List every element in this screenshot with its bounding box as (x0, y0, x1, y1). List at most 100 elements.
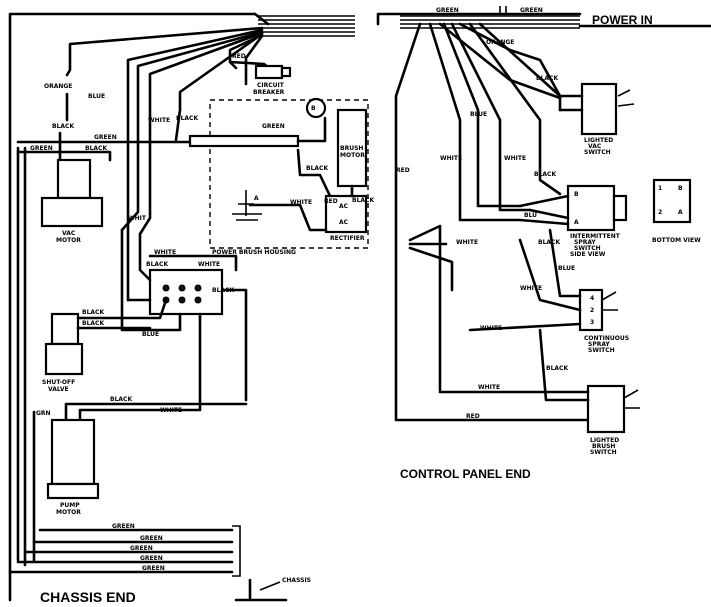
vac-motor-label-2: MOTOR (56, 237, 81, 244)
blue-wire-label-chassis: BLUE (88, 93, 105, 100)
int-switch-label-2: SPRAY (574, 239, 596, 246)
black-wire-label-int: BLACK (538, 239, 560, 246)
black-wire-label-rect: BLACK (352, 197, 374, 204)
brush-motor-label-1: BRUSH (340, 145, 363, 152)
int-switch-label-1: INTERMITTENT (570, 233, 621, 240)
rectifier-label: RECTIFIER (330, 235, 365, 242)
brush-dial (305, 97, 327, 119)
pump-motor-label-1: PUMP (60, 502, 80, 509)
brush-switch-label-1: LIGHTED (590, 437, 619, 444)
black-wire-label-vac: BLACK (52, 123, 74, 130)
main-terminal-block (148, 268, 224, 316)
int-switch-label-4: SIDE VIEW (570, 251, 606, 258)
vac-motor-top (56, 158, 92, 200)
green-wire-label-brush: GREEN (262, 123, 285, 130)
white-wire-label-upper: WHITE (154, 249, 176, 256)
int-switch-terminal-a: A (574, 219, 579, 226)
circuit-breaker-body (254, 64, 284, 80)
circuit-breaker-label-1: CIRCUIT (257, 82, 285, 89)
red-wire-label-breaker: RED (232, 53, 246, 60)
orange-wire-label: ORANGE (44, 83, 72, 90)
pump-motor-body (50, 418, 96, 486)
shutoff-valve-top (50, 312, 80, 346)
black-wire-label-vac-2: BLACK (85, 145, 107, 152)
red-wire-label-rect: RED (324, 198, 338, 205)
int-switch-terminal-b: B (574, 191, 579, 198)
bv-term-1: 1 (658, 185, 662, 192)
green-wire-label-top: GREEN (94, 134, 117, 141)
red-wire-label-bs: RED (466, 413, 480, 420)
bv-term-b: B (678, 185, 683, 192)
green-bus-label-1: GREEN (112, 523, 135, 530)
rectifier-ac-2: AC (339, 219, 349, 226)
white-wire-label-chassis: WHITE (148, 117, 170, 124)
control-panel-end-title: CONTROL PANEL END (400, 467, 531, 481)
cs-label-1: CONTINUOUS (584, 335, 629, 342)
green-wire-label-power: GREEN (436, 7, 459, 14)
white-wire-label-brush: WHITE (290, 199, 312, 206)
green-bus-label-5: GREEN (142, 565, 165, 572)
green-bus-label-4: GREEN (140, 555, 163, 562)
cs-term-2: 2 (590, 307, 594, 314)
black-wire-label-valve-2: BLACK (82, 320, 104, 327)
green-bus-label-2: GREEN (140, 535, 163, 542)
red-wire-label-cp: RED (396, 167, 410, 174)
int-switch-label-3: SWITCH (574, 245, 601, 252)
brush-connector (188, 134, 300, 148)
white-wire-label-cs-2: WHITE (480, 325, 502, 332)
lighted-vac-switch (580, 82, 618, 136)
blue-wire-label-block: BLUE (142, 331, 159, 338)
grn-wire-label: GRN (36, 410, 51, 417)
black-wire-label-brush-2: BLACK (306, 165, 328, 172)
bv-term-a: A (678, 209, 683, 216)
shutoff-valve-label-1: SHUT-OFF (42, 379, 75, 386)
cs-label-3: SWITCH (588, 347, 615, 354)
black-wire-label-block: BLACK (146, 261, 168, 268)
vac-switch-label-2: VAC (588, 143, 602, 150)
power-in-label: POWER IN (592, 13, 653, 27)
vac-motor-label-1: VAC (62, 230, 76, 237)
vac-switch-label-1: LIGHTED (584, 137, 613, 144)
brush-motor-label-2: MOTOR (340, 152, 365, 159)
white-wire-label-clust: WHITE (456, 239, 478, 246)
black-wire-label-pump: BLACK (110, 396, 132, 403)
blu-wire-label: BLU (524, 212, 537, 219)
rectifier (324, 194, 368, 234)
brush-switch-label-3: SWITCH (590, 449, 617, 456)
bottom-view-label: BOTTOM VIEW (652, 237, 701, 244)
bv-term-2: 2 (658, 209, 662, 216)
white-wire-label-block: WHITE (198, 261, 220, 268)
brush-terminal-a: A (254, 195, 259, 202)
blue-wire-label-cp: BLUE (470, 111, 487, 118)
chassis-end-title: CHASSIS END (40, 589, 136, 605)
cs-term-3: 3 (590, 319, 594, 326)
circuit-breaker-label-2: BREAKER (253, 89, 285, 96)
black-wire-label-cp-mid: BLACK (534, 171, 556, 178)
blue-wire-label-cs: BLUE (558, 265, 575, 272)
brush-dial-terminal-b: B (311, 105, 316, 112)
chassis-label: CHASSIS (282, 577, 311, 584)
vac-switch-label-3: SWITCH (584, 149, 611, 156)
white-wire-label-cp: WHITE (440, 155, 462, 162)
cs-label-2: SPRAY (588, 341, 610, 348)
white-wire-label-cp-2: WHITE (504, 155, 526, 162)
cs-term-4: 4 (590, 295, 594, 302)
shutoff-valve-body (44, 342, 84, 376)
white-wire-label-pump: WHITE (160, 407, 182, 414)
black-wire-label-cp-top: BLACK (536, 75, 558, 82)
white-wire-label-bs: WHITE (478, 384, 500, 391)
pump-motor-base (46, 482, 100, 500)
black-wire-label-valve-1: BLACK (82, 309, 104, 316)
green-wire-label-power-2: GREEN (520, 7, 543, 14)
whit-wire-label: WHIT (128, 215, 147, 222)
black-wire-label-cs: BLACK (546, 365, 568, 372)
lighted-brush-switch (586, 384, 626, 434)
white-wire-label-cs: WHITE (520, 285, 542, 292)
rectifier-ac-1: AC (339, 203, 349, 210)
black-wire-label-brush: BLACK (176, 115, 198, 122)
control-panel-wiring: GREEN GREEN POWER IN ORANGE RED WHITE BL… (376, 6, 711, 456)
green-wire-label-vac: GREEN (30, 145, 53, 152)
brush-switch-label-2: BRUSH (592, 443, 615, 450)
bottom-view-switch (652, 178, 692, 224)
